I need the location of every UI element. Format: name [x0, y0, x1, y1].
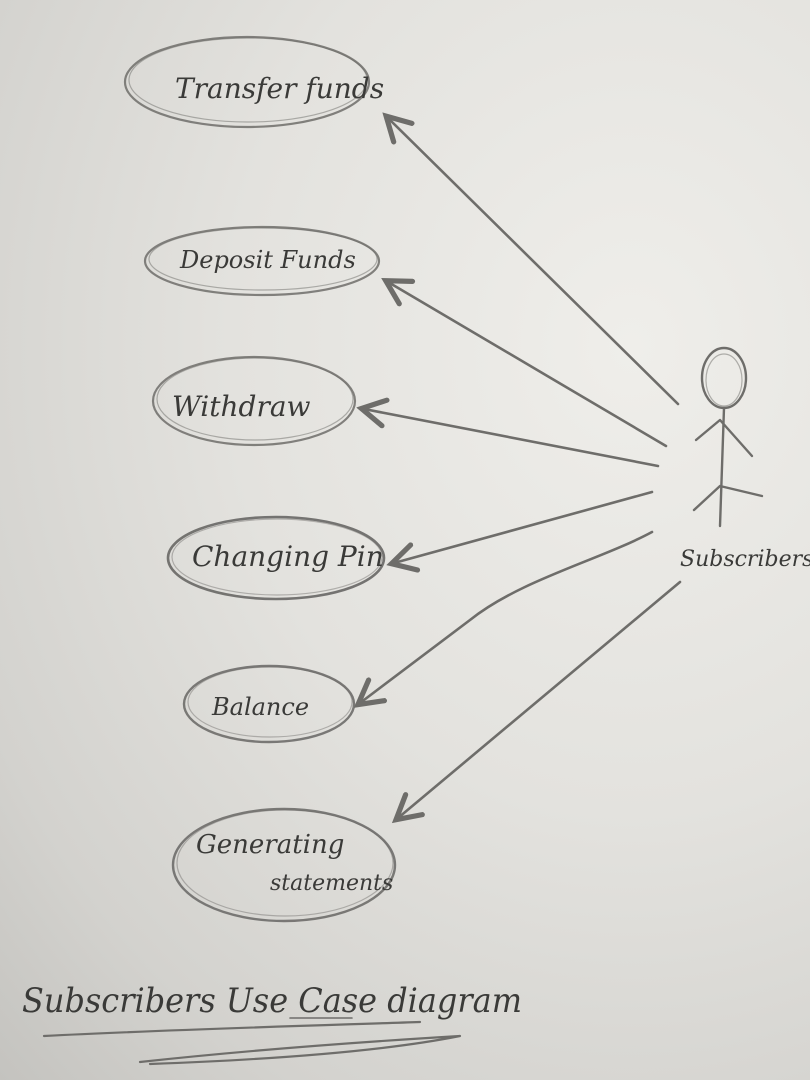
- arrow-to-balance: [360, 530, 654, 703]
- actor-head: [700, 346, 748, 410]
- use-case-changing-pin: Changing Pin: [166, 515, 386, 601]
- use-case-transfer-funds-label: Transfer funds: [175, 72, 384, 105]
- use-case-balance-label: Balance: [211, 693, 309, 721]
- arrow-to-generating-statements: [398, 580, 682, 818]
- actor-body: [718, 406, 726, 528]
- diagram-caption: Subscribers Use Case diagram: [22, 981, 522, 1021]
- arrow-to-deposit-funds: [388, 282, 668, 448]
- caption-underline: [42, 1020, 422, 1038]
- use-case-generating-statements-label-line2: statements: [270, 871, 393, 896]
- actor-legs: [692, 484, 764, 512]
- caption-underline-2: [138, 1034, 462, 1066]
- use-case-changing-pin-label: Changing Pin: [192, 540, 384, 573]
- use-case-generating-statements: Generating statements: [171, 807, 397, 923]
- actor-stick-figure: [692, 346, 764, 528]
- associations: [360, 118, 682, 818]
- use-case-withdraw-label: Withdraw: [172, 390, 311, 423]
- use-case-transfer-funds: Transfer funds: [123, 35, 384, 129]
- actor-arms: [694, 418, 754, 458]
- use-case-withdraw: Withdraw: [151, 355, 357, 447]
- arrow-to-withdraw: [364, 409, 660, 468]
- arrow-to-transfer-funds: [388, 118, 680, 406]
- use-case-generating-statements-label-line1: Generating: [196, 830, 344, 860]
- use-case-balance: Balance: [182, 664, 356, 744]
- arrow-to-changing-pin: [394, 490, 654, 563]
- actor-name: Subscribers: [680, 547, 810, 572]
- use-case-deposit-funds-label: Deposit Funds: [179, 246, 356, 274]
- use-case-deposit-funds: Deposit Funds: [143, 225, 381, 297]
